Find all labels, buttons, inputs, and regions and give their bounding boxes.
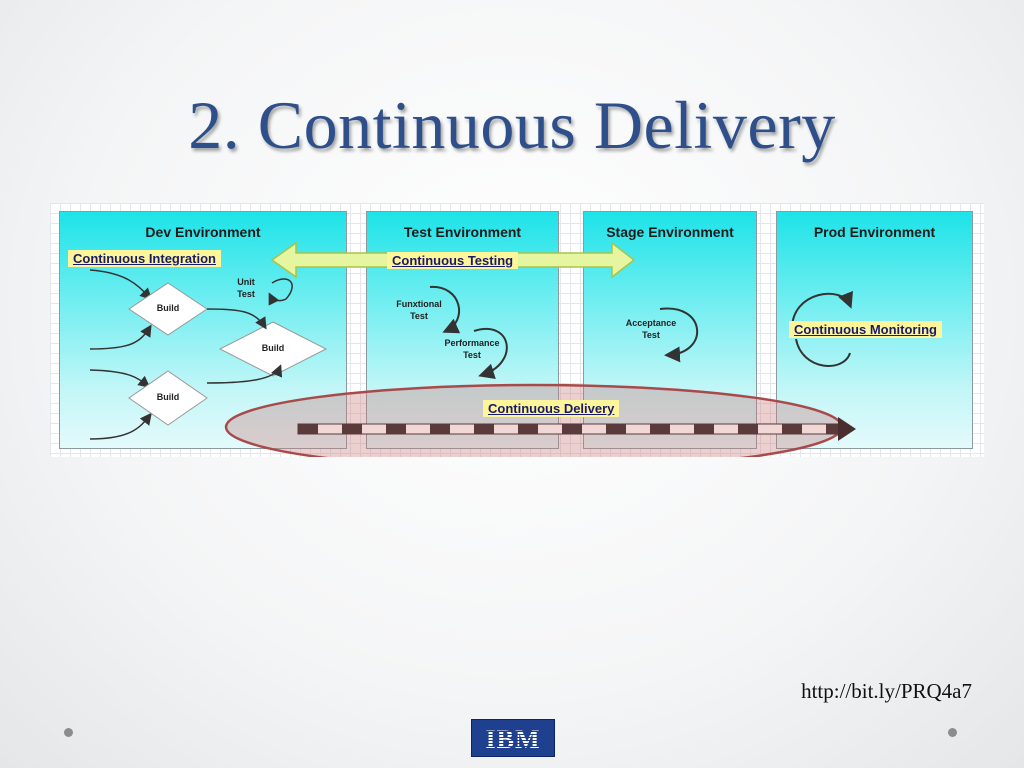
source-url: http://bit.ly/PRQ4a7 [801, 679, 972, 703]
label-continuous-integration: Continuous Integration [68, 250, 221, 267]
delivery-pipeline-diagram: Dev Environment Test Environment Stage E… [50, 203, 984, 457]
functional-test-label: Funxtional Test [396, 299, 442, 321]
slide-dot-right [948, 728, 957, 737]
ibm-logo: IBM [471, 719, 555, 757]
acceptance-test-label: Acceptance Test [625, 318, 677, 340]
build-link-1 [206, 308, 267, 330]
env-prod-title: Prod Environment [813, 224, 936, 240]
label-continuous-monitoring: Continuous Monitoring [789, 321, 942, 338]
build-link-2 [206, 364, 283, 384]
performance-test-label: Performance Test [444, 338, 500, 360]
build-label-1: Build [156, 303, 180, 313]
slide-title: 2. Continuous Delivery [188, 87, 836, 163]
env-stage-title: Stage Environment [606, 224, 734, 240]
monitoring-loop-top [791, 290, 853, 330]
continuous-delivery-ellipse [224, 383, 844, 457]
ibm-logo-text: IBM [486, 725, 541, 754]
build-diamond-1 [128, 282, 208, 336]
label-continuous-delivery: Continuous Delivery [483, 400, 620, 417]
slide-dot-left [64, 728, 73, 737]
unit-test-label: Unit Test [237, 277, 255, 299]
acceptance-test-loop [659, 307, 698, 363]
env-dev-title: Dev Environment [145, 224, 261, 240]
diagram-graphics [89, 241, 856, 457]
build-label-3: Build [156, 392, 180, 402]
monitoring-loop-bottom [795, 338, 851, 367]
ibm-logo-icon: IBM [486, 725, 541, 754]
pipeline-dashes [298, 424, 838, 434]
input-arrow-2 [89, 324, 152, 350]
build-label-2: Build [261, 343, 285, 353]
unit-test-loop [268, 278, 293, 306]
env-test-title: Test Environment [403, 224, 522, 240]
input-arrow-3 [89, 369, 151, 388]
pipeline-arrowhead [838, 417, 856, 441]
input-arrow-4 [89, 412, 152, 440]
label-continuous-testing: Continuous Testing [387, 252, 519, 269]
build-diamond-3 [128, 370, 208, 426]
performance-test-loop [473, 328, 508, 379]
input-arrow-1 [89, 269, 153, 301]
functional-test-loop [429, 285, 461, 334]
